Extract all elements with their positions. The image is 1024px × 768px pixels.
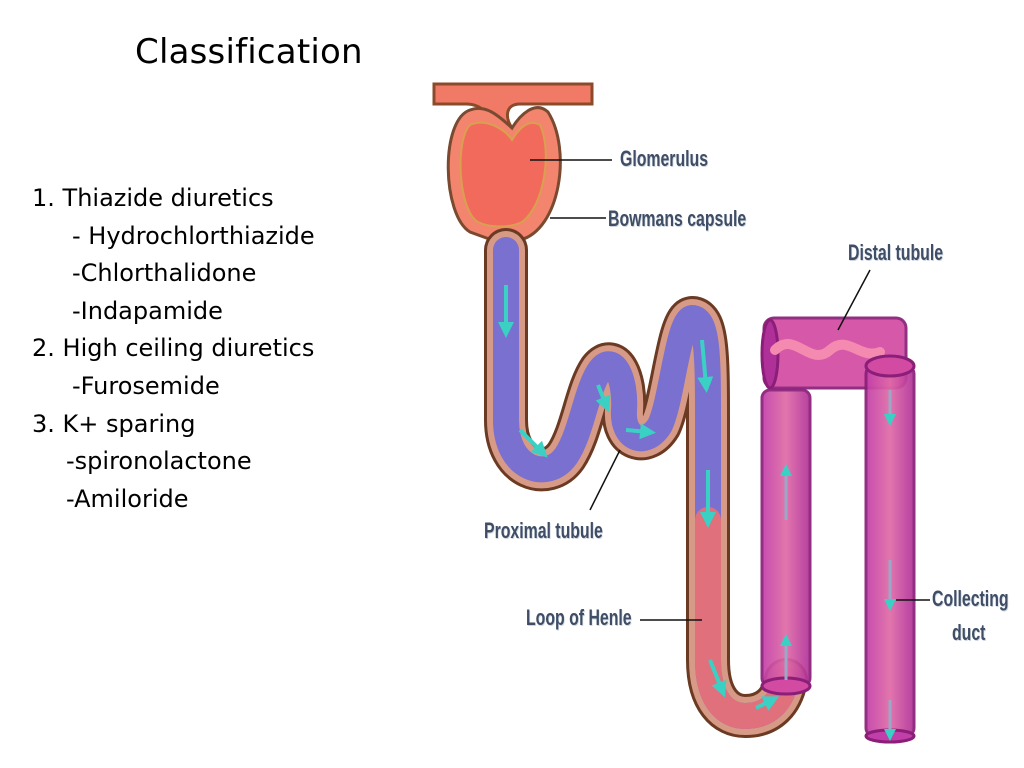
bowmans-capsule-label: Bowmans capsule [608, 206, 747, 231]
list-item: -Furosemide [72, 371, 220, 400]
loop-of-henle-label: Loop of Henle [526, 605, 632, 630]
classification-list: 1. Thiazide diuretics - Hydrochlorthiazi… [32, 180, 315, 518]
list-item: - Hydrochlorthiazide [72, 221, 315, 250]
list-item: 3. K+ sparing [32, 409, 196, 438]
glomerulus-label: Glomerulus [620, 146, 709, 171]
collecting-duct-label: Collecting [932, 586, 1009, 611]
proximal-tubule-label: Proximal tubule [484, 518, 603, 543]
list-item: -Chlorthalidone [72, 259, 257, 288]
glomerulus [459, 121, 547, 228]
list-item: 2. High ceiling diuretics [32, 334, 315, 363]
list-item: -Indapamide [72, 296, 223, 325]
collecting-duct [864, 364, 916, 738]
collecting-duct-label-2: duct [952, 620, 986, 645]
slide-title: Classification [135, 32, 363, 72]
list-item: -Amiloride [66, 484, 189, 513]
distal-tubule-label: Distal tubule [848, 240, 944, 265]
list-item: -spironolactone [66, 447, 252, 476]
list-item: 1. Thiazide diuretics [32, 184, 274, 212]
